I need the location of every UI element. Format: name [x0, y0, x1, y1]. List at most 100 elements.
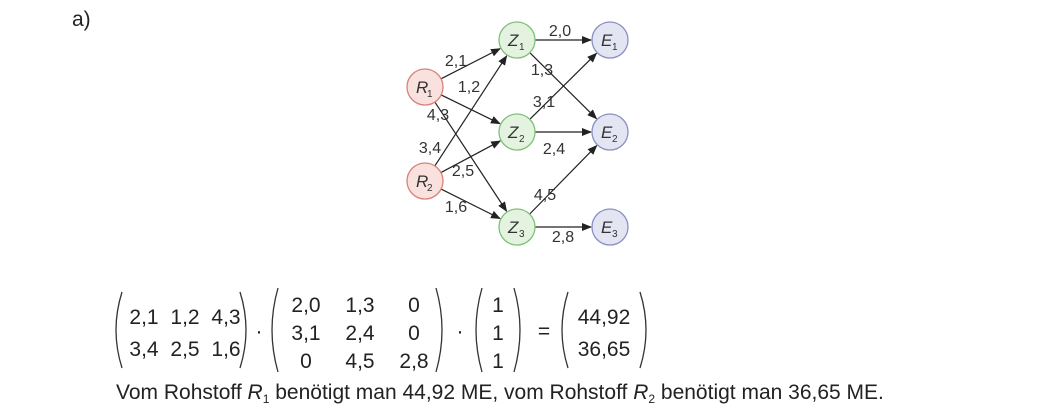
matrix-b-cell: 3,1 — [291, 322, 320, 345]
node-r1: R1 — [406, 68, 444, 106]
edge-weight-label: 4,3 — [427, 107, 449, 124]
node-circle — [406, 162, 444, 200]
node-label: E — [601, 123, 613, 142]
equals-sign: = — [538, 320, 550, 343]
result-right-paren — [639, 291, 647, 369]
multiply-dot: · — [457, 320, 464, 343]
node-circle — [498, 21, 536, 59]
node-subscript: 1 — [519, 42, 525, 53]
vector-cell: 1 — [492, 294, 504, 317]
matrix-a-cell: 1,6 — [211, 338, 240, 361]
edge-weight-label: 1,6 — [445, 199, 467, 216]
node-circle — [498, 113, 536, 151]
node-label: Z — [507, 218, 519, 237]
matrix-a: 2,1 1,2 4,3 3,4 2,5 1,6 — [129, 306, 240, 361]
matrix-b-cell: 0 — [408, 322, 420, 345]
matrix-b-cell: 0 — [300, 350, 312, 373]
multiply-dot: · — [256, 320, 263, 343]
matrix-b-left-paren — [271, 287, 279, 373]
edges-layer — [434, 36, 598, 231]
node-subscript: 1 — [612, 42, 618, 53]
edge-r2-z2 — [440, 140, 502, 174]
node-subscript: 1 — [427, 89, 433, 100]
matrix-equation: 2,1 1,2 4,3 3,4 2,5 1,6 · 2,0 1,3 0 3,1 … — [115, 287, 647, 373]
edge-r1-z1 — [440, 48, 501, 80]
matrix-a-cell: 3,4 — [129, 338, 159, 361]
node-subscript: 2 — [612, 134, 618, 145]
part-label: a) — [72, 8, 91, 31]
matrix-a-right-paren — [239, 291, 247, 369]
vector-left-paren — [475, 287, 483, 373]
edge-z3-e2 — [529, 144, 598, 215]
edge-weight-label: 3,1 — [533, 94, 555, 111]
conclusion-text: benötigt man 36,65 ME. — [655, 381, 884, 404]
node-circle — [406, 68, 444, 106]
edge-weight-label: 2,4 — [543, 141, 565, 158]
variable-subscript: 2 — [648, 392, 656, 406]
node-circle — [591, 21, 629, 59]
ones-vector: 1 1 1 — [492, 294, 504, 373]
conclusion-text: benötigt man 44,92 ME, vom Rohstoff — [269, 381, 634, 404]
variable-r: R — [247, 381, 263, 404]
production-graph: 2,11,24,33,42,51,62,01,33,12,44,52,8 R1R… — [406, 21, 629, 246]
matrix-a-cell: 4,3 — [211, 306, 240, 329]
result-cell: 36,65 — [578, 338, 631, 361]
edge-weight-label: 2,0 — [549, 23, 571, 40]
edge-z2-e1 — [529, 52, 598, 120]
node-circle — [498, 208, 536, 246]
edge-weight-label: 2,5 — [452, 163, 474, 180]
edge-weight-label: 1,2 — [458, 79, 480, 96]
edge-weight-label: 3,4 — [419, 140, 441, 157]
matrix-b-cell: 2,4 — [345, 322, 375, 345]
matrix-b-right-paren — [435, 287, 443, 373]
node-label: R — [416, 172, 428, 191]
result-cell: 44,92 — [578, 306, 631, 329]
node-circle — [591, 208, 629, 246]
conclusion-sentence: Vom Rohstoff R1 benötigt man 44,92 ME, v… — [116, 381, 884, 406]
matrix-b: 2,0 1,3 0 3,1 2,4 0 0 4,5 2,8 — [291, 294, 428, 373]
edge-r2-z1 — [434, 55, 508, 167]
node-label: E — [601, 31, 613, 50]
vector-cell: 1 — [492, 350, 504, 373]
matrix-b-cell: 2,0 — [291, 294, 320, 317]
edge-weight-label: 2,8 — [552, 229, 574, 246]
node-subscript: 3 — [519, 229, 525, 240]
result-left-paren — [561, 291, 569, 369]
node-label: R — [416, 78, 428, 97]
node-label: Z — [507, 31, 519, 50]
matrix-b-cell: 1,3 — [345, 294, 374, 317]
matrix-a-cell: 1,2 — [170, 306, 199, 329]
edge-r1-z2 — [440, 94, 501, 125]
edge-weight-label: 2,1 — [445, 53, 467, 70]
result-vector: 44,92 36,65 — [578, 306, 631, 361]
node-subscript: 3 — [612, 229, 618, 240]
variable-r: R — [633, 381, 649, 404]
conclusion-text: Vom Rohstoff — [116, 381, 248, 404]
matrix-b-cell: 4,5 — [345, 350, 374, 373]
node-label: Z — [507, 123, 519, 142]
edge-labels-layer: 2,1 1,2 4,3 3,4 2,5 1,6 2,0 1,3 3,1 2,4 4,5 2,8 — [419, 23, 574, 246]
matrix-a-left-paren — [115, 291, 123, 369]
matrix-a-cell: 2,1 — [129, 306, 158, 329]
node-subscript: 2 — [519, 134, 525, 145]
variable-subscript: 1 — [262, 392, 270, 406]
matrix-b-cell: 2,8 — [399, 350, 428, 373]
matrix-a-cell: 2,5 — [170, 338, 199, 361]
edge-r2-z3 — [440, 188, 501, 220]
edge-weight-label: 4,5 — [534, 187, 556, 204]
vector-cell: 1 — [492, 322, 504, 345]
matrix-b-cell: 0 — [408, 294, 420, 317]
vector-right-paren — [513, 287, 521, 373]
node-circle — [591, 113, 629, 151]
node-r2: R2 — [406, 162, 444, 200]
edge-weight-label: 1,3 — [531, 62, 553, 79]
node-label: E — [601, 218, 613, 237]
node-subscript: 2 — [427, 183, 433, 194]
